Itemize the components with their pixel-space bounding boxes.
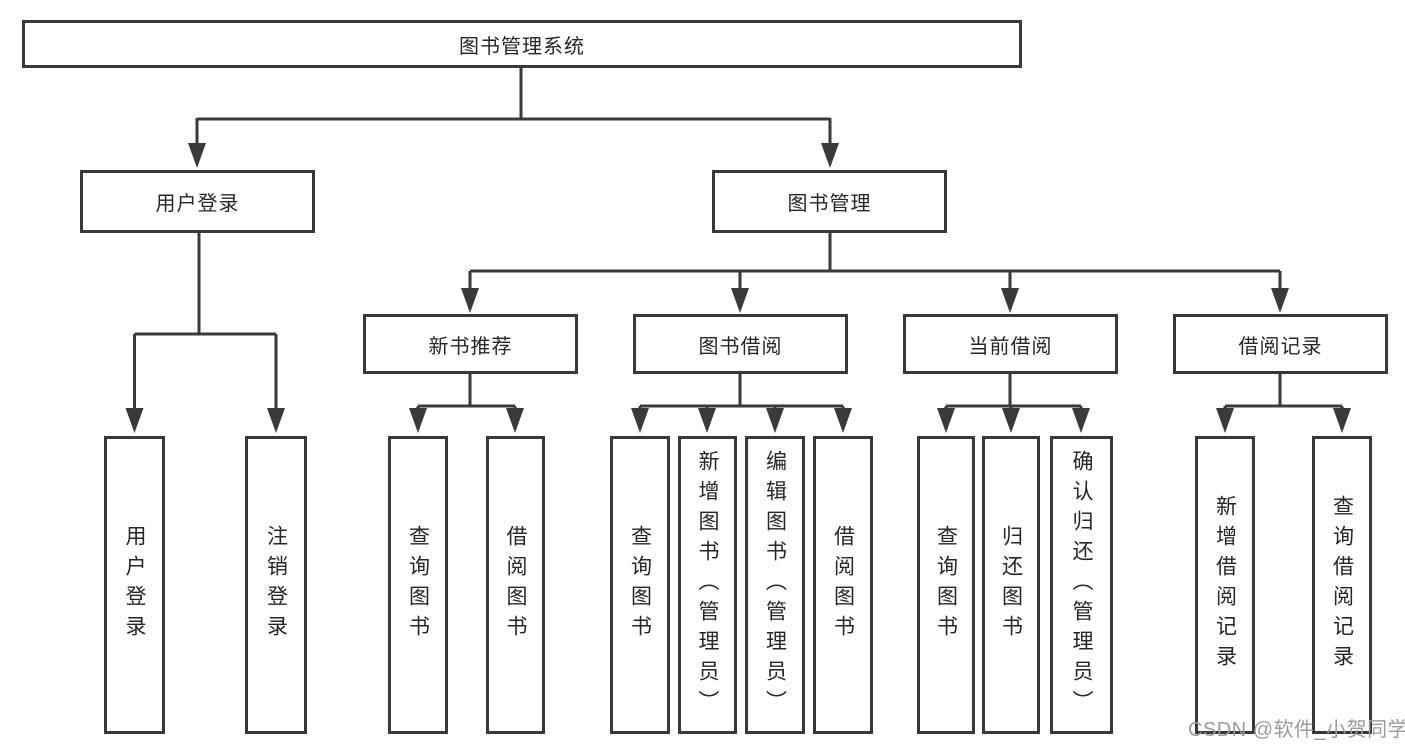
leaf-user-login: 用户登录 (104, 436, 165, 734)
node-user-login: 用户登录 (80, 170, 315, 233)
node-borrow-records-label: 借阅记录 (1238, 335, 1323, 358)
leaf-borrowing-query-books: 查询图书 (610, 436, 670, 734)
node-new-books: 新书推荐 (363, 314, 578, 374)
node-root-label: 图书管理系统 (459, 35, 585, 58)
node-book-borrowing-label: 图书借阅 (698, 335, 783, 358)
node-current-borrowing-label: 当前借阅 (968, 335, 1053, 358)
watermark: CSDN @软件_小贺同学 (1188, 719, 1405, 741)
leaf-newbooks-borrow-books: 借阅图书 (486, 436, 545, 734)
leaf-borrowing-borrow-books: 借阅图书 (813, 436, 873, 734)
node-book-management-label: 图书管理 (787, 193, 872, 215)
leaf-current-return-books: 归还图书 (982, 436, 1040, 734)
node-book-borrowing: 图书借阅 (633, 314, 848, 374)
node-new-books-label: 新书推荐 (428, 335, 513, 358)
leaf-logout: 注销登录 (245, 436, 307, 734)
leaf-current-query-books: 查询图书 (917, 436, 975, 734)
leaf-records-query-record: 查询借阅记录 (1312, 436, 1372, 734)
node-current-borrowing: 当前借阅 (903, 314, 1118, 374)
leaf-records-add-record: 新增借阅记录 (1195, 436, 1255, 734)
node-root: 图书管理系统 (22, 20, 1022, 68)
leaf-borrowing-add-books-admin: 新增图书（管理员） (678, 436, 737, 734)
node-book-management: 图书管理 (712, 170, 947, 233)
node-user-login-label: 用户登录 (155, 193, 240, 215)
leaf-newbooks-query-books: 查询图书 (388, 436, 448, 734)
leaf-borrowing-edit-books-admin: 编辑图书（管理员） (745, 436, 805, 734)
node-borrow-records: 借阅记录 (1173, 314, 1388, 374)
leaf-current-confirm-return-admin: 确认归还（管理员） (1050, 436, 1113, 734)
